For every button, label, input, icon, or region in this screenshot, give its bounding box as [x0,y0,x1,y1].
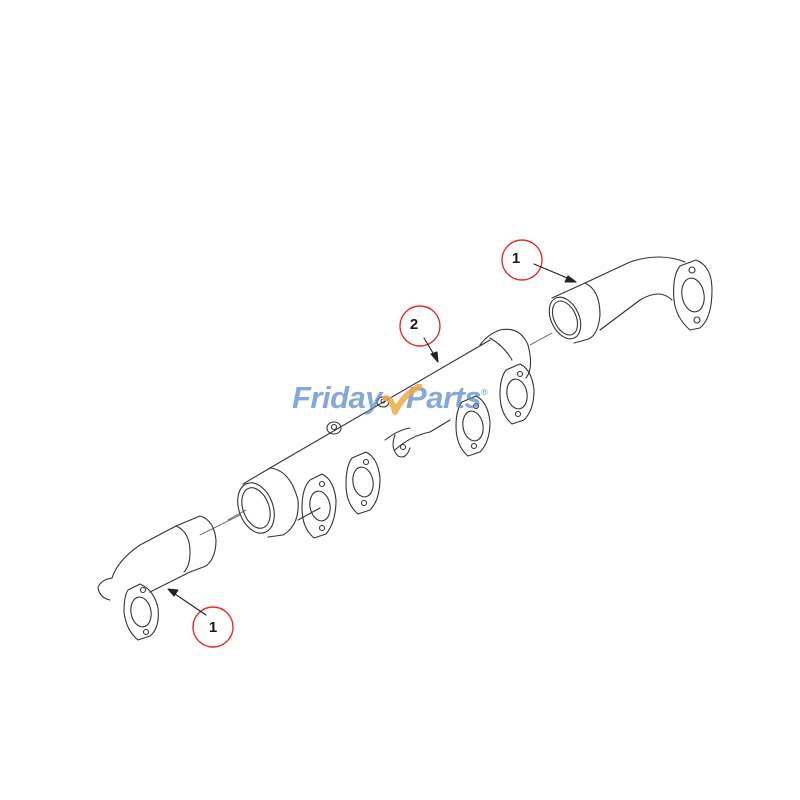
leader-line-1-bottom [171,591,207,616]
callout-circles [192,239,543,648]
registered-mark: ® [481,387,488,397]
watermark-text-left: Friday [292,380,383,415]
callout-circle-1-bottom [192,606,234,648]
checkmark-icon [382,384,422,415]
arrowhead-icon [167,588,179,597]
callout-circle-2 [399,305,441,347]
part-1-top-right [548,256,713,344]
callout-label-2: 2 [409,316,419,333]
callout-label-1-bottom: 1 [208,619,218,636]
arrowhead-icon [430,351,439,363]
callout-circle-1-top [501,239,543,281]
part-1-bottom-left [97,515,217,641]
callout-label-1-top: 1 [511,250,521,267]
leader-arrows [167,263,577,616]
arrowhead-icon [564,275,577,283]
assembly-axis-line [199,332,553,536]
part-2-manifold [237,328,535,539]
leader-line-1-top [533,263,573,281]
